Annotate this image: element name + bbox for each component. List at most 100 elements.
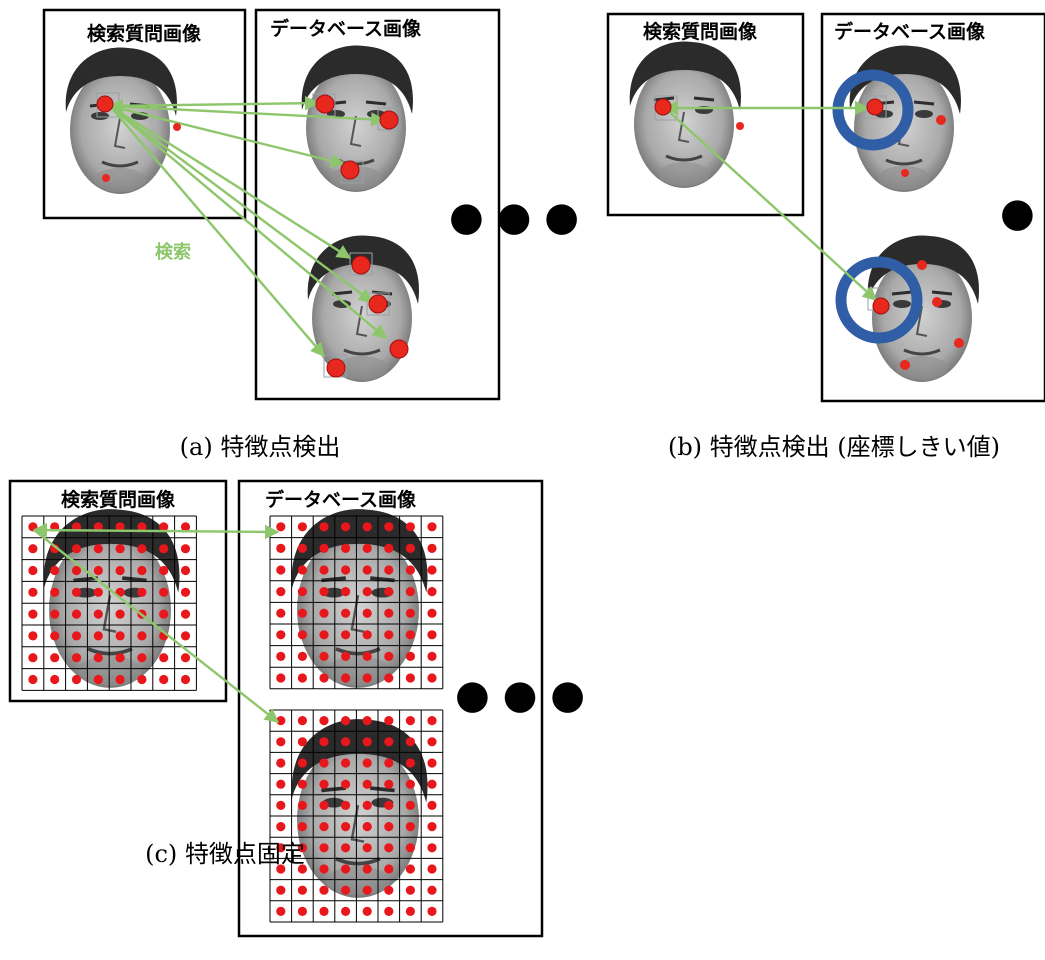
feature-point [872, 297, 890, 315]
fixed-feature-point [362, 565, 372, 575]
fixed-feature-point [362, 608, 372, 618]
fixed-feature-point [276, 608, 286, 618]
fixed-feature-point [341, 885, 351, 895]
fixed-feature-point [28, 565, 38, 576]
fixed-feature-point [276, 885, 286, 895]
feature-point [340, 160, 360, 180]
fixed-feature-point [276, 587, 286, 597]
fixed-feature-point [276, 543, 286, 554]
fixed-feature-point [180, 565, 191, 576]
fixed-feature-point [362, 779, 372, 789]
fixed-feature-point [276, 906, 286, 917]
fixed-feature-point [297, 843, 307, 853]
fixed-feature-point [93, 609, 103, 619]
fixed-feature-point [384, 737, 394, 747]
fixed-feature-point [115, 609, 125, 619]
fixed-feature-point [427, 522, 437, 532]
fixed-feature-point [341, 522, 351, 532]
fixed-feature-point [159, 565, 169, 576]
fixed-feature-point [427, 779, 437, 789]
fixed-feature-point [276, 843, 286, 853]
fixed-feature-point [71, 544, 82, 554]
fixed-feature-point [384, 843, 394, 853]
fixed-feature-point [297, 630, 307, 640]
fixed-feature-point [137, 565, 147, 576]
fixed-feature-point [71, 674, 82, 685]
fixed-feature-point [319, 779, 329, 789]
fixed-feature-point [137, 631, 147, 641]
feature-point [932, 297, 942, 307]
fixed-feature-point [319, 885, 329, 895]
feature-point [96, 95, 114, 113]
fixed-feature-point [405, 843, 415, 853]
fixed-feature-point [276, 779, 286, 789]
database-face-image-1 [289, 507, 430, 690]
fixed-feature-point [427, 543, 437, 554]
fixed-feature-point [115, 544, 125, 554]
fixed-feature-point [137, 544, 147, 554]
fixed-feature-point [28, 631, 38, 641]
fixed-feature-point [319, 587, 329, 597]
fixed-feature-point [362, 651, 372, 662]
fixed-feature-point [71, 609, 82, 619]
fixed-feature-point [362, 630, 372, 640]
search-arrows [32, 522, 280, 723]
fixed-feature-point [427, 673, 437, 683]
fixed-feature-point [319, 864, 329, 874]
fixed-feature-point [319, 737, 329, 747]
fixed-feature-point [180, 544, 191, 554]
fixed-feature-point [180, 653, 191, 663]
fixed-feature-point [180, 674, 191, 685]
fixed-feature-point [297, 608, 307, 618]
feature-point [326, 358, 346, 378]
database-image-title: データベース画像 [270, 17, 422, 40]
fixed-feature-point [362, 543, 372, 554]
fixed-feature-point [159, 674, 169, 685]
fixed-feature-point [427, 843, 437, 853]
fixed-feature-point [384, 864, 394, 874]
fixed-feature-point [405, 906, 415, 917]
fixed-grid-database-2 [269, 709, 444, 923]
fixed-feature-point [28, 609, 38, 619]
fixed-grid-query [21, 515, 197, 691]
fixed-feature-point [362, 843, 372, 853]
fixed-feature-point [405, 565, 415, 575]
fixed-feature-point [319, 673, 329, 683]
fixed-feature-point [276, 651, 286, 662]
caption-b: (b) 特徴点検出 (座標しきい値) [668, 433, 1000, 461]
fixed-feature-point [50, 653, 60, 663]
fixed-feature-point [28, 544, 38, 554]
fixed-feature-point [297, 800, 307, 811]
threshold-ring [835, 256, 923, 344]
fixed-feature-point [427, 800, 437, 811]
fixed-feature-point [50, 565, 60, 576]
panel-b: 検索質問画像 データベース画像 ● ● ● (b) 特徴点検出 (座標しきい値) [606, 12, 1045, 461]
query-face-image [628, 39, 743, 190]
query-face-image [41, 507, 182, 690]
fixed-feature-point [384, 906, 394, 917]
fixed-feature-point [405, 885, 415, 895]
fixed-feature-point [405, 864, 415, 874]
fixed-feature-point [159, 544, 169, 554]
fixed-feature-point [297, 565, 307, 575]
fixed-feature-point [384, 630, 394, 640]
fixed-feature-point [297, 864, 307, 874]
fixed-feature-point [362, 737, 372, 747]
fixed-feature-point [405, 800, 415, 811]
fixed-feature-point [341, 716, 351, 726]
feature-point [954, 338, 964, 348]
fixed-feature-point [427, 565, 437, 575]
caption-a: (a) 特徴点検出 [180, 433, 341, 461]
fixed-feature-point [93, 544, 103, 554]
feature-point [379, 110, 399, 130]
fixed-feature-point [319, 716, 329, 726]
database-image-title: データベース画像 [834, 20, 986, 43]
fixed-feature-point [276, 673, 286, 683]
fixed-feature-point [427, 587, 437, 597]
fixed-feature-point [319, 906, 329, 917]
fixed-feature-point [427, 906, 437, 917]
fixed-feature-point [384, 651, 394, 662]
fixed-feature-point [297, 885, 307, 895]
feature-point [351, 255, 371, 275]
fixed-feature-point [362, 673, 372, 683]
